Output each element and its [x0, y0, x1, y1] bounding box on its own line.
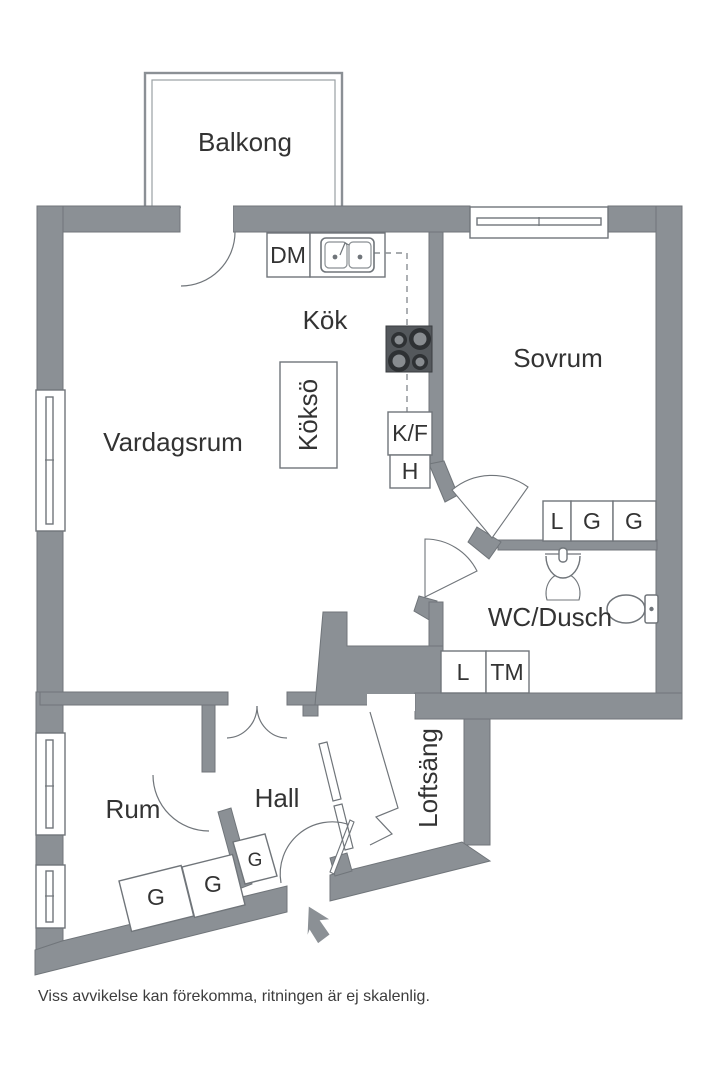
- label-wardrobe-room-1: G: [147, 884, 165, 910]
- window-bedroom: [469, 206, 609, 239]
- label-wardrobe-hall: G: [248, 850, 263, 871]
- bathroom-closets: [440, 650, 530, 694]
- label-hall: Hall: [255, 783, 300, 813]
- label-kitchen: Kök: [303, 305, 349, 335]
- label-bedroom: Sovrum: [513, 343, 603, 373]
- entrance-arrow-icon: [307, 906, 330, 944]
- bedroom-closets: [542, 500, 657, 542]
- room-closets: [118, 833, 278, 933]
- window-room-1: [35, 732, 66, 836]
- label-wardrobe-bedroom-1: G: [583, 508, 601, 534]
- label-dishwasher: DM: [270, 242, 306, 268]
- label-kitchen-island: Köksö: [293, 379, 323, 451]
- room-door-arc: [152, 774, 210, 832]
- fridge-freezer-box: [387, 411, 433, 489]
- label-bathroom: WC/Dusch: [488, 602, 612, 632]
- corridor-door-fan: [451, 474, 529, 539]
- balcony-door-arc: [180, 231, 236, 287]
- toilet-icon: [606, 594, 659, 624]
- label-living-room: Vardagsrum: [103, 427, 243, 457]
- fixture-labels: DM K/F H L G G L TM G G G: [147, 242, 643, 910]
- entrance-door: [279, 819, 355, 884]
- label-linen-bedroom: L: [551, 508, 564, 534]
- window-room-2: [35, 864, 66, 929]
- walls: [34, 205, 683, 976]
- label-fridge-freezer: K/F: [392, 420, 428, 446]
- washbasin-icon: [545, 547, 581, 601]
- label-linen-bathroom: L: [457, 659, 470, 685]
- hall-opening-arcs: [226, 705, 288, 739]
- window-living-room: [35, 389, 66, 532]
- kitchen-sink-icon: [320, 237, 375, 273]
- label-tall-cabinet: H: [402, 458, 419, 484]
- kitchen-island-box: [279, 361, 338, 469]
- balcony: [143, 71, 344, 209]
- label-room: Rum: [106, 794, 161, 824]
- wc-door-fan: [424, 538, 478, 598]
- label-washing-machine: TM: [490, 659, 523, 685]
- label-wardrobe-room-2: G: [204, 871, 222, 897]
- label-balcony: Balkong: [198, 127, 292, 157]
- room-labels: Balkong Vardagsrum Kök Sovrum WC/Dusch H…: [103, 127, 612, 828]
- label-loft-bed: Loftsäng: [413, 728, 443, 828]
- loft-bed-outline: [318, 711, 399, 851]
- label-wardrobe-bedroom-2: G: [625, 508, 643, 534]
- disclaimer-text: Viss avvikelse kan förekomma, ritningen …: [38, 988, 430, 1005]
- stove-icon: [385, 325, 433, 373]
